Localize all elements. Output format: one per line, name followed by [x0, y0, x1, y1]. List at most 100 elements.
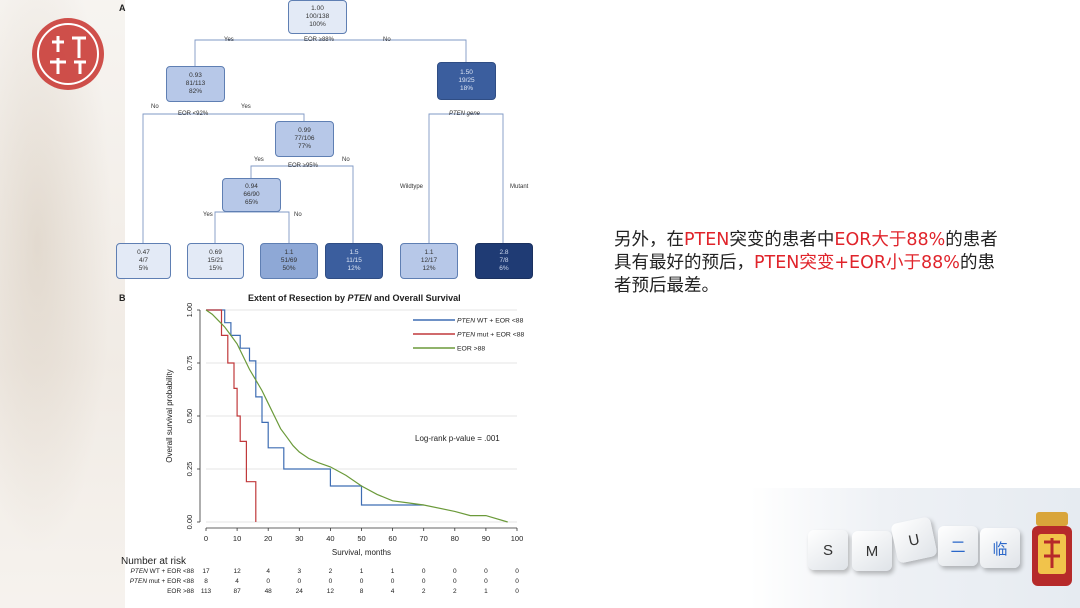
- tree-node-eor-lt88: 1.50 19/25 18%: [437, 62, 496, 100]
- chart-title-part: PTEN: [347, 293, 372, 303]
- risk-value: 8: [204, 578, 208, 585]
- node-percent: 100%: [309, 21, 326, 29]
- split-label: EOR ≥95%: [288, 163, 318, 169]
- node-value: 1.50: [460, 68, 473, 76]
- panel-a-label: A: [119, 3, 126, 13]
- risk-value: 17: [202, 568, 210, 575]
- y-tick-label: 0.25: [185, 462, 194, 477]
- x-tick-label: 40: [326, 534, 334, 543]
- risk-value: 0: [515, 578, 519, 585]
- mutant-label: Mutant: [510, 184, 529, 190]
- node-count: 81/113: [185, 79, 206, 87]
- pten-gene-label: PTEN gene: [449, 111, 481, 117]
- university-emblem-icon: [1032, 512, 1072, 586]
- legend-label: PTEN mut + EOR <88: [457, 332, 524, 339]
- node-value: 1.5: [349, 248, 359, 256]
- risk-value: 0: [266, 578, 270, 585]
- node-value: 1.00: [311, 4, 324, 12]
- risk-value: 0: [390, 578, 395, 585]
- y-tick-label: 0.50: [185, 409, 194, 424]
- node-percent: 18%: [459, 85, 473, 93]
- risk-value: 12: [326, 588, 334, 595]
- node-percent: 6%: [499, 265, 509, 273]
- x-tick-label: 60: [388, 534, 396, 543]
- wildtype-label: Wildtype: [400, 184, 424, 190]
- key-cap-label: 二: [950, 538, 966, 556]
- node-percent: 5%: [138, 265, 149, 273]
- risk-value: 2: [452, 588, 457, 595]
- node-value: 0.69: [209, 248, 222, 256]
- y-tick-label: 1.00: [185, 303, 194, 318]
- x-tick-label: 10: [233, 534, 241, 543]
- yes-label: Yes: [224, 37, 234, 43]
- tree-leaf: 1.5 11/15 12%: [325, 243, 383, 279]
- key-cap: M: [852, 531, 892, 571]
- risk-row-label: PTEN WT + EOR <88: [130, 568, 194, 575]
- risk-value: 1: [484, 588, 488, 595]
- node-percent: 12%: [347, 265, 361, 273]
- no-label: No: [294, 212, 302, 218]
- node-count: 12/17: [420, 256, 438, 264]
- left-decor-fade: [0, 0, 125, 608]
- key-cap: 二: [938, 526, 978, 566]
- tree-edges: [142, 39, 504, 243]
- node-count: 7/8: [499, 256, 509, 264]
- no-label: No: [383, 37, 391, 43]
- node-count: 66/90: [243, 190, 260, 198]
- note-segment: 突变的患者中: [729, 230, 835, 250]
- split-label: EOR ≥88%: [304, 37, 334, 43]
- hospital-logo-icon: [32, 18, 104, 90]
- node-percent: 15%: [208, 265, 222, 273]
- risk-value: 0: [515, 568, 519, 575]
- node-count: 4/7: [138, 256, 149, 264]
- risk-value: 4: [266, 568, 270, 575]
- node-value: 0.99: [298, 126, 311, 134]
- risk-value: 0: [359, 578, 364, 585]
- no-label: No: [151, 104, 159, 110]
- node-percent: 77%: [297, 143, 311, 151]
- note-highlight: PTEN突变+EOR小于88%: [754, 253, 960, 273]
- y-tick-label: 0.75: [185, 356, 194, 371]
- yes-label: Yes: [254, 157, 264, 163]
- x-tick-label: 0: [204, 534, 208, 543]
- x-axis-label: Survival, months: [332, 548, 391, 557]
- key-cap: 临: [980, 528, 1020, 568]
- note-highlight: PTEN: [684, 230, 730, 250]
- risk-value: 0: [297, 578, 302, 585]
- node-value: 0.47: [137, 248, 150, 256]
- risk-value: 87: [233, 588, 241, 595]
- risk-value: 1: [390, 568, 395, 575]
- risk-value: 4: [390, 588, 395, 595]
- risk-value: 0: [484, 568, 488, 575]
- risk-row-label: EOR >88: [167, 588, 194, 595]
- y-axis-label: Overall survival probability: [165, 369, 174, 462]
- node-percent: 82%: [188, 88, 202, 96]
- tree-node-eor-ge88: 0.93 81/113 82%: [166, 66, 225, 102]
- node-percent: 12%: [422, 265, 436, 273]
- risk-value: 48: [264, 588, 272, 595]
- tree-node-eor-ge92: 0.99 77/106 77%: [275, 121, 334, 157]
- chart-title: Extent of Resection by PTEN and Overall …: [248, 293, 461, 303]
- legend-label: PTEN WT + EOR <88: [457, 318, 524, 325]
- conclusion-text: 另外，在PTEN突变的患者中EOR大于88%的患者具有最好的预后，PTEN突变+…: [614, 229, 1004, 298]
- note-segment: 另外，在: [614, 230, 684, 250]
- chart-title-part: Extent of Resection by: [248, 293, 348, 303]
- risk-value: 24: [295, 588, 303, 595]
- split-label: EOR <92%: [178, 111, 209, 117]
- no-label: No: [342, 157, 350, 163]
- risk-value: 12: [233, 568, 241, 575]
- node-count: 77/106: [294, 134, 315, 142]
- node-value: 1.1: [284, 248, 294, 256]
- left-decor-background: [0, 0, 125, 608]
- node-count: 19/25: [458, 76, 475, 84]
- yes-label: Yes: [241, 104, 251, 110]
- node-count: 51/69: [280, 256, 298, 264]
- x-tick-label: 20: [264, 534, 272, 543]
- tree-leaf: 0.69 15/21 15%: [187, 243, 244, 279]
- key-cap-label: M: [865, 542, 879, 560]
- risk-value: 0: [452, 578, 457, 585]
- node-percent: 50%: [282, 265, 296, 273]
- risk-value: 3: [297, 568, 302, 575]
- key-cap: S: [808, 530, 848, 570]
